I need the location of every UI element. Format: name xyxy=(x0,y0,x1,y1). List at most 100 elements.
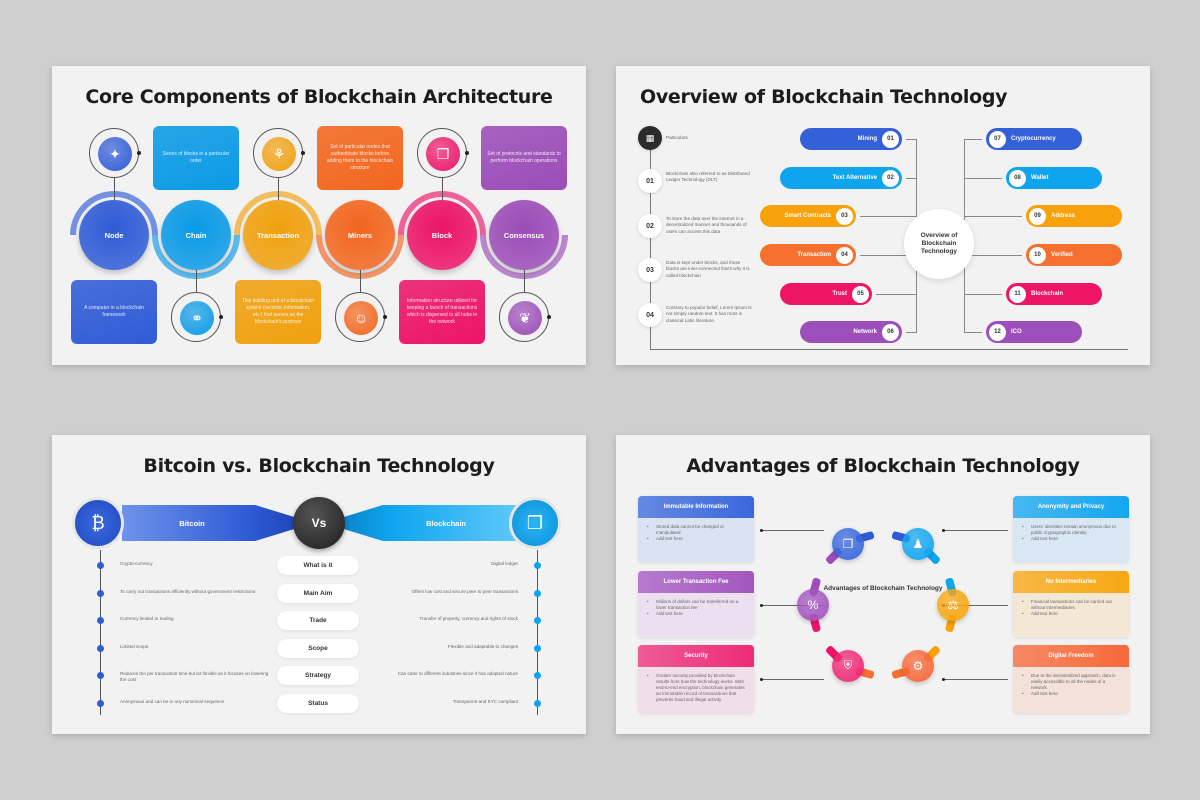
orbit-dot xyxy=(465,151,469,155)
item-number: 04 xyxy=(836,246,853,264)
shield-lock-icon: ⛨ xyxy=(832,649,864,682)
particular-number: 04 xyxy=(638,303,662,327)
icon-orbit: ⚭ xyxy=(171,292,221,342)
icon-orbit: ✦ xyxy=(89,128,139,178)
component-circle-chain[interactable]: Chain xyxy=(161,200,231,270)
card-title: Immutable Information xyxy=(638,496,754,518)
overview-item-11[interactable]: 11 Blockchain xyxy=(1006,283,1102,305)
criterion-pill[interactable]: Trade xyxy=(277,611,359,630)
slide-title: Core Components of Blockchain Architectu… xyxy=(85,86,553,108)
component-circle-miners[interactable]: Miners xyxy=(325,200,395,270)
connector-line xyxy=(860,216,916,217)
slide-bitcoin-vs-blockchain[interactable]: Bitcoin vs. Blockchain Technology Bitcoi… xyxy=(52,435,586,734)
component-description: A computer in a blockchain framework xyxy=(71,280,157,344)
slide-core-components[interactable]: Core Components of Blockchain Architectu… xyxy=(52,66,586,365)
card-body: Users' identities remain anonymous due t… xyxy=(1013,518,1129,548)
criterion-pill[interactable]: Scope xyxy=(277,638,359,658)
chain-link-icon: ⚭ xyxy=(180,301,214,335)
connector-line xyxy=(964,139,982,140)
item-number: 11 xyxy=(1009,285,1026,303)
bitcoin-point-dot xyxy=(97,589,104,597)
connector-line xyxy=(278,178,279,200)
advantage-card-digital-freedom[interactable]: Digital FreedomDue to the decentralized … xyxy=(1013,645,1129,713)
icon-orbit: ☺ xyxy=(335,292,385,342)
item-label: Wallet xyxy=(1031,175,1049,181)
bitcoin-value: Reduces the per transaction time but lot… xyxy=(120,671,269,683)
blockchain-value: Can cater to different industries since … xyxy=(397,671,518,676)
connector-arrow xyxy=(760,604,824,607)
blockchain-timeline xyxy=(537,550,538,715)
component-circle-block[interactable]: Block xyxy=(407,200,477,270)
component-label: Consensus xyxy=(503,230,545,240)
overview-item-08[interactable]: 08 Wallet xyxy=(1006,167,1102,189)
connector-line xyxy=(114,178,115,200)
component-description: Set of protocols and standards to perfor… xyxy=(481,126,567,190)
blockchain-value: Transparent and KYC compliant xyxy=(452,698,518,704)
blockchain-value: Transfer of property, currency and right… xyxy=(419,616,518,621)
criterion-pill[interactable]: Status xyxy=(277,693,359,713)
orbit-dot xyxy=(137,151,141,155)
icon-orbit: ⚘ xyxy=(253,128,303,178)
connector-line xyxy=(524,270,525,292)
blockchain-point-dot xyxy=(534,589,541,597)
component-label: Transaction xyxy=(256,230,300,240)
item-number: 05 xyxy=(852,285,869,303)
item-label: ICO xyxy=(1011,329,1022,335)
bitcoin-point-dot xyxy=(97,672,104,679)
timeline-baseline xyxy=(650,349,1128,350)
connector-line xyxy=(906,178,916,179)
advantage-card-lower-transaction-fee[interactable]: Lower Transaction FeeMillions of dollars… xyxy=(638,571,754,637)
miner-person-icon: ☺ xyxy=(344,301,378,335)
card-body: Financial transactions can be carried ou… xyxy=(1013,593,1129,623)
item-label: Blockchain xyxy=(1031,291,1064,297)
item-number: 02 xyxy=(882,169,899,187)
item-number: 08 xyxy=(1009,169,1026,187)
bitcoin-icon: ₿ xyxy=(72,497,124,549)
advantage-card-immutable-information[interactable]: Immutable InformationStored data cannot … xyxy=(638,496,754,562)
criterion-pill[interactable]: Main Aim xyxy=(277,583,359,603)
criterion-pill[interactable]: Strategy xyxy=(277,666,359,685)
card-bullet: Stored data cannot be changed or manipul… xyxy=(646,524,746,536)
overview-center: Overview of Blockchain Technology xyxy=(904,209,974,279)
slide-overview[interactable]: Overview of Blockchain Technology ▦ Part… xyxy=(616,66,1150,365)
item-number: 07 xyxy=(989,130,1006,148)
handshake-icon: ⚘ xyxy=(262,137,296,171)
orbit-dot xyxy=(301,151,305,155)
item-label: Smart Contracts xyxy=(784,213,831,219)
slide-advantages[interactable]: Advantages of Blockchain Technology Immu… xyxy=(616,435,1150,734)
connector-line xyxy=(964,216,1022,217)
slide-title: Advantages of Blockchain Technology xyxy=(686,455,1080,477)
component-circle-transaction[interactable]: Transaction xyxy=(243,200,313,270)
timeline-axis xyxy=(650,144,651,349)
particular-number: 02 xyxy=(638,214,662,238)
bitcoin-label: Bitcoin xyxy=(179,518,205,528)
criterion-pill[interactable]: What is it xyxy=(277,556,359,575)
card-body: Greater security provided by blockchain … xyxy=(638,667,754,709)
orbit-dot xyxy=(219,315,223,319)
component-description: Tiny building unit of a blockchain syste… xyxy=(235,280,321,344)
card-bullet: Add text here xyxy=(646,611,746,617)
blockchain-value: Flexible and adaptable to changes xyxy=(448,643,518,649)
advantage-card-no-intermediaries[interactable]: No IntermediariesFinancial transactions … xyxy=(1013,571,1129,637)
connector-arrow xyxy=(942,529,1008,532)
advantage-card-anonymity-and-privacy[interactable]: Anonymity and PrivacyUsers' identities r… xyxy=(1013,496,1129,562)
advantage-card-security[interactable]: SecurityGreater security provided by blo… xyxy=(638,645,754,713)
component-circle-node[interactable]: Node xyxy=(79,200,149,270)
card-body: Due to the decentralized approach, data … xyxy=(1013,667,1129,703)
connector-arrow xyxy=(760,529,824,532)
component-description: Set of particular nodes that authenticat… xyxy=(317,126,403,190)
description-text: Tiny building unit of a blockchain syste… xyxy=(241,298,315,325)
item-label: Network xyxy=(853,329,877,335)
component-circle-consensus[interactable]: Consensus xyxy=(489,200,559,270)
card-bullet: Add text here xyxy=(1021,691,1121,697)
